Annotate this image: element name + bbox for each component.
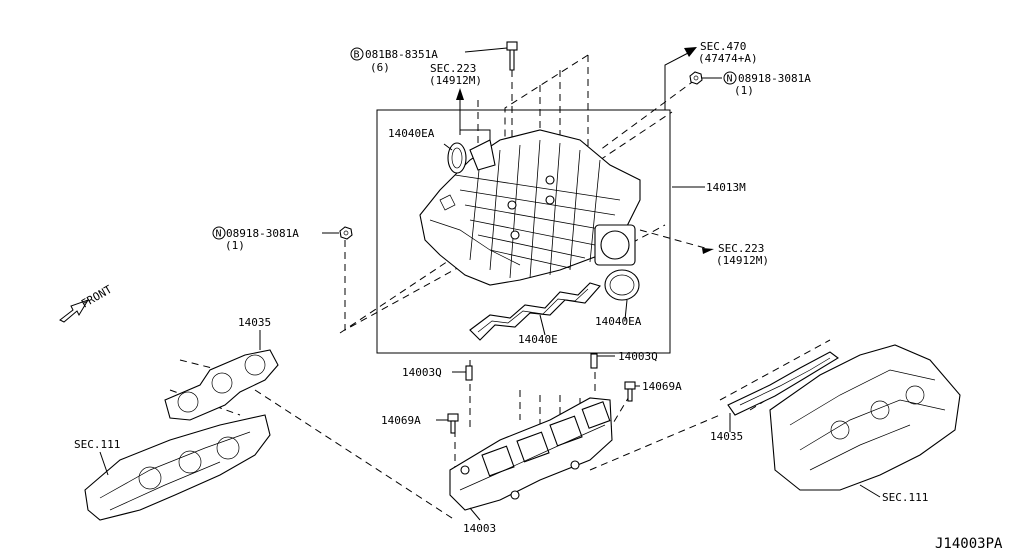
gasket-left-label: 14040EA	[388, 127, 435, 140]
gasket-right-head-label: 14035	[710, 430, 743, 443]
stud-right-label: 14003Q	[618, 350, 658, 363]
gasket-14040ea-right	[604, 269, 640, 301]
upper-manifold-frame	[376, 109, 671, 354]
bolt-14069a-right	[624, 381, 636, 402]
front-label: FRONT	[79, 283, 115, 311]
stud-right	[590, 353, 598, 369]
gasket-14035-right	[727, 351, 839, 416]
sec470-line2: (47474+A)	[698, 52, 758, 65]
gasket-right-label: 14040EA	[595, 315, 642, 328]
nut-top-label: 08918-3081A	[738, 72, 811, 85]
nut-left-label: 08918-3081A	[226, 227, 299, 240]
manifold-lower-label: 14003	[463, 522, 496, 535]
gasket-14035-left	[164, 349, 279, 421]
arrows	[59, 47, 714, 323]
diagram-code: J14003PA	[935, 536, 1003, 552]
sec223-right-line2: (14912M)	[716, 254, 769, 267]
n-circle-icon-top	[723, 71, 737, 85]
bolt-14069a-left	[447, 413, 459, 434]
gasket-left-head-label: 14035	[238, 316, 271, 329]
sec223-top-line2: (14912M)	[429, 74, 482, 87]
nut-top-prefix: N	[727, 74, 733, 85]
nut-left	[339, 226, 353, 240]
nut-top	[689, 71, 703, 85]
nut-left-qty: (1)	[225, 239, 245, 252]
cylinder-head-left	[84, 414, 271, 521]
n-circle-icon-left	[212, 226, 226, 240]
bolt-right-label: 14069A	[642, 380, 682, 393]
lower-intake-manifold	[449, 397, 613, 511]
sec111-right-label: SEC.111	[882, 491, 928, 504]
bolt-top-label: 081B8-8351A	[365, 48, 438, 61]
gasket-14040e	[469, 282, 601, 341]
sec223-right-line1: SEC.223	[718, 242, 764, 255]
sec470-line1: SEC.470	[700, 40, 746, 53]
bolt-081b8	[506, 41, 518, 71]
bolt-top-qty: (6)	[370, 61, 390, 74]
b-circle-icon	[350, 47, 364, 61]
stud-left	[465, 365, 473, 381]
nut-top-qty: (1)	[734, 84, 754, 97]
gasket-14040ea-left	[447, 142, 467, 174]
bolt-left-label: 14069A	[381, 414, 421, 427]
upper-intake-manifold	[419, 129, 641, 286]
bolt-top-prefix: B	[354, 50, 360, 61]
nut-left-prefix: N	[216, 229, 222, 240]
cylinder-head-right	[769, 344, 961, 491]
gasket-upper-label: 14040E	[518, 333, 558, 346]
leader-lines	[99, 47, 881, 521]
sec223-top-line1: SEC.223	[430, 62, 476, 75]
sec111-left-label: SEC.111	[74, 438, 120, 451]
manifold-upper-label: 14013M	[706, 181, 746, 194]
stud-left-label: 14003Q	[402, 366, 442, 379]
